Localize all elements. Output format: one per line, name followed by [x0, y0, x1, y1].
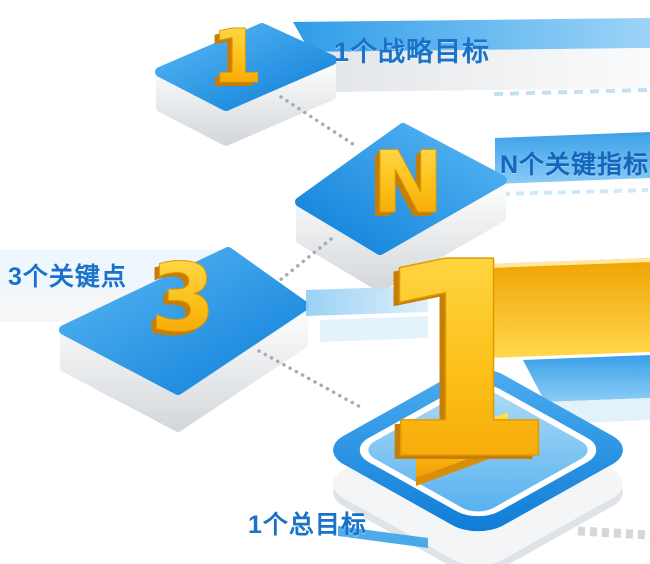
giant-one-foot-edge — [416, 444, 508, 486]
step-1-marker: 1 — [211, 14, 263, 100]
step-3-platform: 3 3 — [59, 244, 309, 432]
step-2-marker: N — [372, 133, 444, 233]
podium-white-ring — [359, 383, 597, 517]
step-1-label: 1个战略目标 — [334, 37, 491, 67]
giant-one-face: 1 — [369, 204, 557, 519]
step-2-label: N个关键指标 — [500, 151, 650, 179]
giant-one-shadow: 1 — [363, 208, 551, 523]
step-2-marker-shadow: N — [367, 137, 439, 237]
step-3-marker-shadow: 3 — [145, 248, 210, 357]
step-1-platform-top — [155, 23, 337, 111]
yellow-banner-face — [488, 258, 650, 358]
step-2-banner — [495, 132, 650, 196]
podium-bottom-blue-sliver — [338, 526, 428, 548]
connector-1 — [279, 95, 358, 148]
step-2-platform: N N — [295, 123, 507, 292]
step-1-platform: 1 1 — [155, 14, 337, 146]
echo-strip-lower — [320, 316, 428, 342]
step-3-marker: 3 — [150, 244, 215, 353]
step-1-banner-face — [310, 48, 650, 92]
podium-strip-blue — [523, 355, 650, 402]
connector-3 — [257, 349, 366, 411]
step-1-banner — [293, 18, 650, 96]
step-2-banner-face — [495, 132, 650, 184]
step-3-platform-top — [59, 247, 309, 395]
connector-2 — [241, 237, 333, 312]
step-1-banner-top — [293, 18, 650, 52]
step-1-banner-dashes — [493, 88, 649, 96]
podium-yellow-banner — [487, 258, 650, 358]
step-3-label: 3个关键点 — [8, 263, 127, 291]
bottom-right-gray-dashes — [577, 526, 650, 540]
step-4-label: 1个总目标 — [248, 511, 367, 539]
step-3-echo-strips — [306, 286, 428, 342]
step-2-banner-dashes — [501, 188, 649, 196]
step-2-platform-top — [295, 123, 507, 255]
echo-strip-upper — [306, 286, 428, 316]
podium-giant-one: 1 1 — [363, 203, 558, 523]
step-1-marker-shadow: 1 — [206, 18, 258, 104]
giant-one-foot — [416, 412, 508, 478]
yellow-banner-highlight — [487, 258, 650, 268]
